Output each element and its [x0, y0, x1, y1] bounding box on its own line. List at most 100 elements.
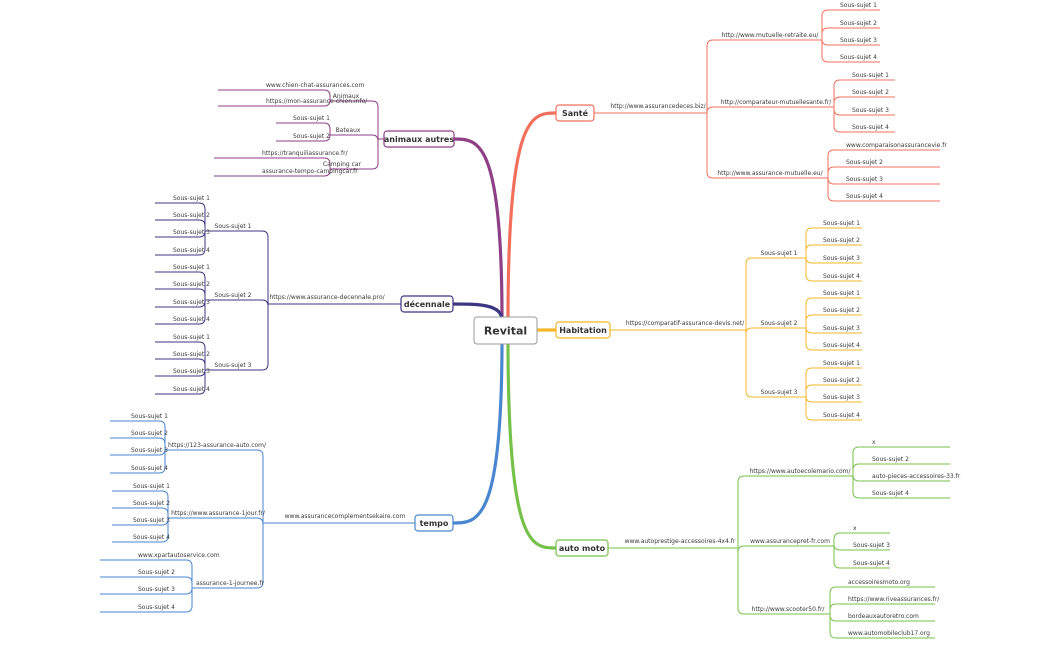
item-connector-sante-2-3 [827, 178, 940, 202]
leaf-node-automoto-2-0: accessoiresmoto.org [848, 579, 910, 586]
item-connector-tempo-0-3 [110, 450, 166, 474]
leaf-node-automoto-2-3: www.automobileclub17.org [848, 630, 930, 637]
leaf-node-decennale-2-2: Sous-sujet 3 [173, 368, 210, 375]
leaf-node-tempo-2-0: www.xpartautoservice.com [138, 552, 220, 559]
leaf-node-automoto-1-1: Sous-sujet 3 [853, 542, 890, 549]
item-connector-automoto-0-2 [852, 474, 950, 482]
leaf-node-habitation-2-0: Sous-sujet 1 [823, 360, 860, 367]
leaf-node-tempo-2-1: Sous-sujet 2 [138, 569, 175, 576]
main-node-decennale[interactable] [400, 295, 454, 313]
leaf-node-tempo-0-3: Sous-sujet 4 [131, 465, 168, 472]
leaf-node-automoto-0-2: auto-pieces-accessoires-33.fr [872, 473, 961, 480]
group-label-sante-2: http://www.assurance-mutuelle.eu/ [717, 170, 823, 177]
group-label-animaux-2: Camping car [323, 161, 362, 168]
item-connector-animaux-0-1 [218, 99, 331, 107]
item-connector-habitation-0-2 [805, 256, 862, 264]
branch-url-tempo: www.assurancecomplementsekaire.com [285, 513, 406, 520]
leaf-node-tempo-2-2: Sous-sujet 3 [138, 586, 175, 593]
group-connector-habitation-2-0 [745, 330, 806, 398]
item-connector-sante-0-1 [821, 27, 880, 40]
leaf-node-sante-1-0: Sous-sujet 1 [852, 72, 889, 79]
group-connector-animaux-2-0 [330, 139, 379, 170]
leaf-node-automoto-0-1: Sous-sujet 2 [872, 456, 909, 463]
leaf-node-sante-2-2: Sous-sujet 3 [846, 176, 883, 183]
group-label-habitation-2: Sous-sujet 3 [761, 389, 798, 396]
leaf-node-habitation-1-3: Sous-sujet 4 [823, 342, 860, 349]
item-connector-animaux-1-0 [276, 122, 331, 135]
leaf-node-tempo-0-0: Sous-sujet 1 [131, 413, 168, 420]
item-connector-decennale-2-1 [155, 358, 206, 370]
item-connector-decennale-1-0 [155, 271, 206, 300]
item-connector-habitation-0-1 [805, 244, 862, 258]
branch-connector-animaux [453, 137, 504, 321]
item-connector-tempo-1-0 [112, 490, 169, 518]
item-connector-sante-0-0 [821, 9, 880, 40]
leaf-node-habitation-1-2: Sous-sujet 3 [823, 325, 860, 332]
item-connector-sante-2-0 [827, 149, 940, 178]
item-connector-habitation-2-3 [805, 397, 862, 421]
leaf-node-decennale-1-2: Sous-sujet 3 [173, 299, 210, 306]
leaf-node-sante-0-2: Sous-sujet 3 [840, 37, 877, 44]
branch-url-decennale: https://www.assurance-decennale.pro/ [269, 294, 385, 301]
leaf-node-habitation-0-1: Sous-sujet 2 [823, 237, 860, 244]
item-connector-automoto-2-0 [829, 586, 935, 614]
leaf-node-habitation-2-1: Sous-sujet 2 [823, 377, 860, 384]
group-connector-tempo-1-0 [168, 517, 264, 525]
leaf-node-automoto-0-0: x [872, 439, 876, 446]
leaf-node-sante-1-1: Sous-sujet 2 [852, 89, 889, 96]
item-connector-animaux-0-0 [218, 89, 331, 101]
leaf-node-tempo-1-0: Sous-sujet 1 [133, 483, 170, 490]
leaf-node-decennale-0-0: Sous-sujet 1 [173, 195, 210, 202]
item-connector-decennale-2-3 [155, 370, 206, 395]
group-label-automoto-1: www.assurancepret-fr.com [750, 538, 830, 545]
leaf-node-animaux-0-0: www.chien-chat-assurances.com [266, 82, 364, 89]
group-connector-tempo-2-0 [192, 523, 264, 589]
item-connector-sante-1-1 [833, 96, 895, 107]
leaf-node-sante-0-3: Sous-sujet 4 [840, 54, 877, 61]
item-connector-tempo-2-1 [100, 576, 193, 588]
branch-connector-automoto [506, 339, 557, 550]
leaf-node-animaux-1-0: Sous-sujet 1 [293, 115, 330, 122]
main-node-animaux[interactable] [383, 130, 455, 148]
leaf-node-animaux-2-1: assurance-tempo-campingcar.fr [262, 168, 358, 175]
leaf-node-automoto-1-0: x [853, 525, 857, 532]
item-connector-tempo-2-3 [100, 588, 193, 613]
item-connector-tempo-1-3 [112, 518, 169, 543]
item-connector-decennale-0-1 [155, 219, 206, 231]
leaf-node-decennale-1-3: Sous-sujet 4 [173, 316, 210, 323]
item-connector-automoto-0-3 [852, 476, 950, 499]
connector-lines [100, 9, 950, 639]
branch-url-automoto: www.autoprestige-accessoires-4x4.fr [625, 538, 736, 545]
group-label-habitation-0: Sous-sujet 1 [761, 250, 798, 257]
item-connector-tempo-0-1 [110, 437, 166, 450]
main-node-label-sante: Santé [562, 108, 589, 118]
main-node-habitation[interactable] [555, 321, 611, 339]
central-node[interactable] [473, 316, 538, 345]
group-label-habitation-1: Sous-sujet 2 [761, 320, 798, 327]
item-connector-sante-2-2 [827, 177, 940, 185]
item-connector-automoto-0-1 [852, 463, 950, 476]
leaf-node-tempo-2-3: Sous-sujet 4 [138, 604, 175, 611]
main-node-tempo[interactable] [414, 514, 454, 532]
group-connector-animaux-1-0 [330, 134, 379, 142]
main-node-label-automoto: auto moto [559, 544, 606, 553]
leaf-node-habitation-2-2: Sous-sujet 3 [823, 394, 860, 401]
leaf-node-habitation-1-1: Sous-sujet 2 [823, 307, 860, 314]
item-connector-habitation-1-3 [805, 328, 862, 351]
item-connector-habitation-1-1 [805, 314, 862, 328]
branch-url-habitation: https://comparatif-assurance-devis.net/ [626, 320, 745, 327]
leaf-node-habitation-0-3: Sous-sujet 4 [823, 273, 860, 280]
leaf-node-automoto-2-2: bordeauxautoretro.com [848, 613, 919, 620]
group-label-animaux-0: Animaux [333, 93, 360, 100]
main-node-sante[interactable] [555, 104, 595, 122]
main-node-automoto[interactable] [555, 539, 609, 557]
item-connector-decennale-1-3 [155, 300, 206, 325]
item-connector-animaux-2-1 [214, 169, 331, 177]
leaf-node-tempo-1-2: Sous-sujet 3 [133, 517, 170, 524]
leaf-node-sante-0-0: Sous-sujet 1 [840, 2, 877, 9]
group-label-decennale-2: Sous-sujet 3 [215, 362, 252, 369]
leaf-node-decennale-2-1: Sous-sujet 2 [173, 351, 210, 358]
item-connector-habitation-0-3 [805, 258, 862, 282]
item-connector-decennale-1-1 [155, 288, 206, 300]
